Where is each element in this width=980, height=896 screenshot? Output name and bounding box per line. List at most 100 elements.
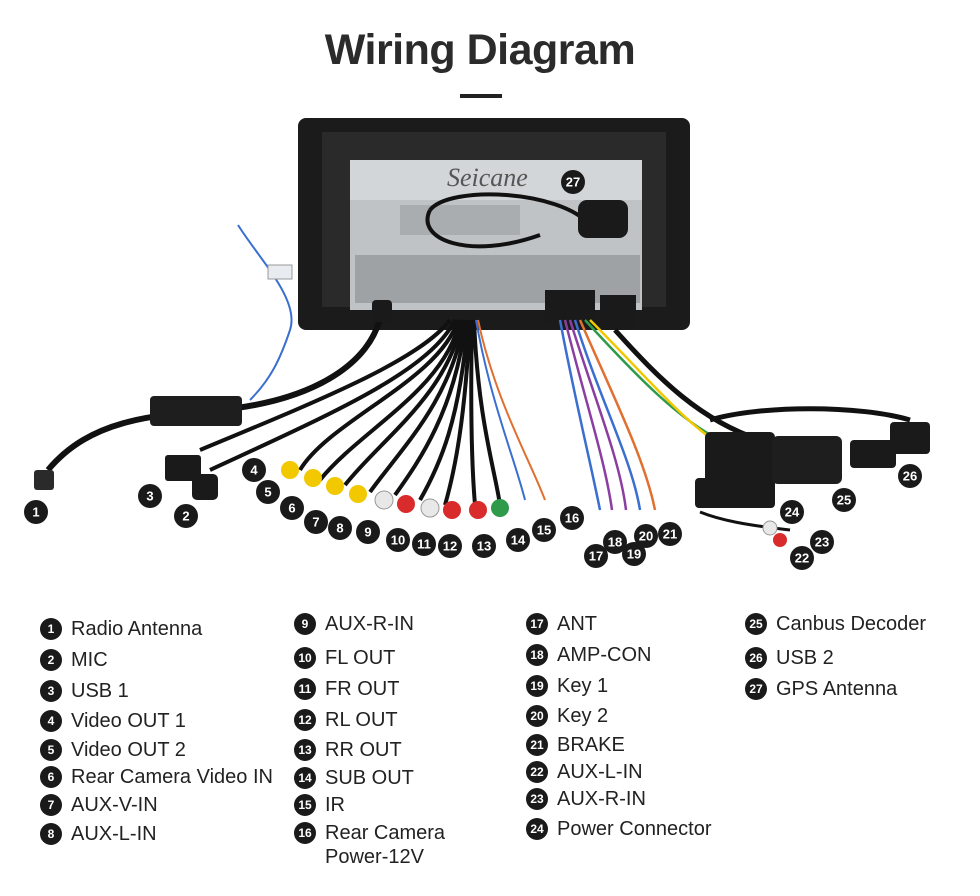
legend-label: AUX-R-IN [557, 788, 646, 810]
legend-label: AUX-L-IN [71, 823, 157, 845]
legend-item: 25 Canbus Decoder [745, 612, 926, 636]
svg-text:3: 3 [146, 489, 153, 504]
head-unit: Seicane [298, 118, 690, 330]
brand-logo: Seicane [447, 163, 528, 192]
svg-text:24: 24 [785, 505, 800, 520]
legend-item: 26 USB 2 [745, 646, 834, 670]
legend-item: 19 Key 1 [526, 674, 608, 698]
legend-item: 2 MIC [40, 648, 108, 672]
legend-label: Canbus Decoder [776, 613, 927, 635]
aux-audio-plugs [699, 510, 791, 547]
legend-label: Rear Camera Power-12V [325, 822, 446, 868]
legend-badge: 3 [40, 680, 62, 702]
usb-2-connectors [709, 406, 930, 468]
legend-label: AUX-V-IN [71, 794, 158, 816]
svg-text:1: 1 [32, 505, 39, 520]
legend-label: ANT [557, 613, 597, 635]
legend-label: Video OUT 1 [71, 710, 186, 732]
legend-item: 24 Power Connector [526, 817, 712, 841]
svg-text:6: 6 [288, 501, 295, 516]
callout-8: 8 [328, 516, 352, 540]
legend-label: MIC [71, 649, 108, 671]
legend-badge: 24 [526, 818, 548, 840]
power-connector-block [695, 432, 775, 508]
legend-badge: 6 [40, 766, 62, 788]
callout-27: 27 [561, 170, 585, 194]
svg-text:10: 10 [391, 533, 405, 548]
svg-text:7: 7 [312, 515, 319, 530]
legend-badge: 23 [526, 788, 548, 810]
callout-26: 26 [898, 464, 922, 488]
legend-badge: 26 [745, 647, 767, 669]
callout-22: 22 [790, 546, 814, 570]
legend-badge: 18 [526, 644, 548, 666]
svg-text:12: 12 [443, 539, 457, 554]
legend-item: 5 Video OUT 2 [40, 738, 186, 762]
legend-label: Radio Antenna [71, 618, 203, 640]
svg-text:15: 15 [537, 523, 551, 538]
legend-badge: 17 [526, 613, 548, 635]
svg-text:23: 23 [815, 535, 829, 550]
legend-item: 15 IR [294, 793, 345, 817]
svg-text:4: 4 [250, 463, 258, 478]
callout-18: 18 [603, 530, 627, 554]
canbus-decoder-box [772, 436, 842, 484]
legend-label: SUB OUT [325, 767, 414, 789]
legend-badge: 15 [294, 794, 316, 816]
legend-badge: 22 [526, 761, 548, 783]
gps-antenna [425, 192, 628, 249]
legend-label: Rear Camera Video IN [71, 766, 273, 788]
legend-label: AUX-L-IN [557, 761, 643, 783]
svg-text:19: 19 [627, 547, 641, 562]
callout-12: 12 [438, 534, 462, 558]
usb-1-connector [165, 455, 201, 481]
legend-item: 23 AUX-R-IN [526, 787, 646, 811]
callout-15: 15 [532, 518, 556, 542]
svg-text:2: 2 [182, 509, 189, 524]
callout-6: 6 [280, 496, 304, 520]
legend-label: Key 2 [557, 705, 609, 727]
legend-label: Power Connector [557, 818, 712, 840]
legend-badge: 9 [294, 613, 316, 635]
legend-badge: 10 [294, 647, 316, 669]
callout-3: 3 [138, 484, 162, 508]
legend-badge: 1 [40, 618, 62, 640]
legend-item: 22 AUX-L-IN [526, 760, 643, 784]
callout-11: 11 [412, 532, 436, 556]
svg-text:8: 8 [336, 521, 343, 536]
callout-23: 23 [810, 530, 834, 554]
legend-item: 6 Rear Camera Video IN [40, 765, 273, 789]
legend-badge: 25 [745, 613, 767, 635]
svg-text:13: 13 [477, 539, 491, 554]
legend-item: 18 AMP-CON [526, 643, 651, 667]
callout-17: 17 [584, 544, 608, 568]
callout-16: 16 [560, 506, 584, 530]
legend-badge: 5 [40, 739, 62, 761]
mic-jack [192, 474, 218, 500]
callout-25: 25 [832, 488, 856, 512]
rca-plugs [281, 461, 509, 519]
power-harness [545, 290, 761, 511]
legend-label: FL OUT [325, 647, 396, 669]
legend-label: RR OUT [325, 739, 402, 761]
legend-label: IR [325, 794, 345, 816]
legend-badge: 19 [526, 675, 548, 697]
legend-badge: 2 [40, 649, 62, 671]
legend-item: 9 AUX-R-IN [294, 612, 414, 636]
svg-text:21: 21 [663, 527, 677, 542]
callout-1: 1 [24, 500, 48, 524]
callout-13: 13 [472, 534, 496, 558]
svg-text:14: 14 [511, 533, 526, 548]
legend-label: AUX-R-IN [325, 613, 414, 635]
svg-text:22: 22 [795, 551, 809, 566]
wiring-illustration: Seicane [24, 118, 930, 570]
legend-label: AMP-CON [557, 644, 652, 666]
callout-2: 2 [174, 504, 198, 528]
svg-text:16: 16 [565, 511, 579, 526]
legend-label: Key 1 [557, 675, 609, 697]
legend-label: Video OUT 2 [71, 739, 186, 761]
legend-label: USB 2 [776, 647, 834, 669]
